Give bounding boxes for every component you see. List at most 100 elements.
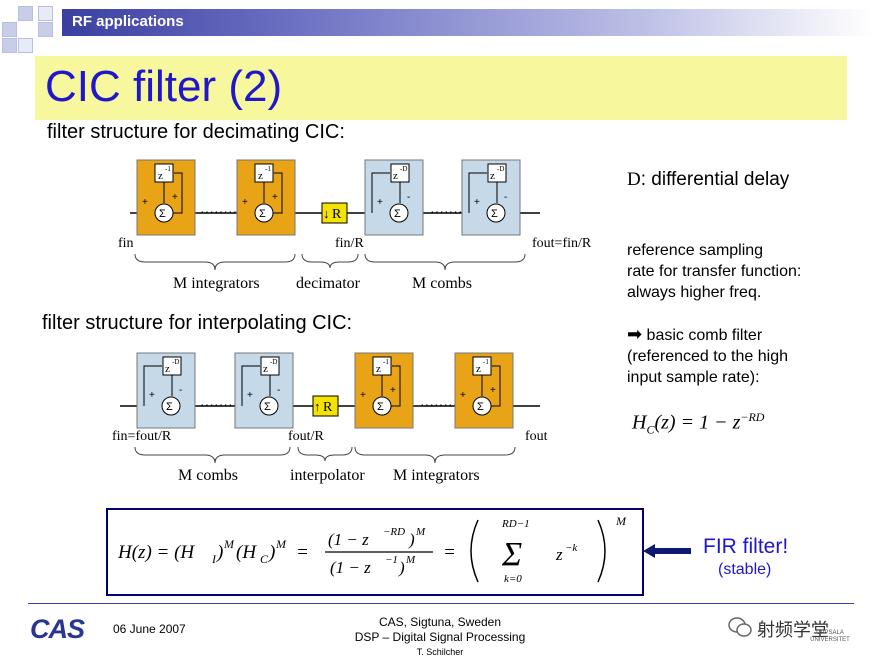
- svg-text:z: z: [258, 170, 263, 182]
- svg-text:-1: -1: [265, 165, 271, 173]
- formula-graphic: H(z) = (H I ) M (H C ) M = (1 − z −RD ) …: [117, 514, 627, 585]
- svg-text:=: =: [296, 542, 309, 563]
- svg-text:I: I: [211, 552, 217, 566]
- subtitle-decimating: filter structure for decimating CIC:: [47, 121, 345, 143]
- comb-block: z -D Σ + -: [136, 352, 196, 429]
- svg-text:z: z: [376, 363, 381, 375]
- svg-text:Σ: Σ: [501, 536, 522, 573]
- university-logo-text: UPPSALA UNIVERSITET: [810, 630, 850, 643]
- header-bar: [62, 9, 872, 36]
- section-title: RF applications: [72, 13, 184, 30]
- svg-text:M: M: [415, 526, 426, 538]
- group-label: M combs: [178, 467, 238, 484]
- svg-text:Σ: Σ: [259, 208, 266, 220]
- transfer-function-box: [106, 508, 644, 596]
- title-background: [35, 56, 847, 120]
- rate-out: fout=fin/R: [532, 236, 592, 251]
- svg-text:(1 − z: (1 − z: [330, 558, 371, 577]
- decimator-block: ↓ R: [321, 202, 348, 224]
- svg-text:z: z: [490, 170, 495, 182]
- subtitle-interpolating: filter structure for interpolating CIC:: [42, 312, 353, 334]
- reference-rate-note: reference sampling rate for transfer fun…: [627, 242, 802, 301]
- integrator-block: z -1 Σ + +: [454, 352, 514, 429]
- rate-mid: fin/R: [335, 236, 364, 251]
- footer-info: CAS, Sigtuna, Sweden DSP – Digital Signa…: [354, 615, 526, 657]
- svg-text:-: -: [407, 192, 410, 203]
- svg-text:-D: -D: [400, 165, 407, 173]
- svg-text:↑: ↑: [314, 399, 321, 414]
- fir-filter-label: FIR filter!: [703, 535, 789, 558]
- svg-text:+: +: [390, 385, 396, 396]
- cas-logo: CAS: [30, 614, 85, 644]
- svg-text:Σ: Σ: [159, 208, 166, 220]
- svg-text:Σ: Σ: [477, 401, 484, 413]
- integrator-block: z -1 Σ + +: [136, 159, 196, 236]
- wechat-icon: [728, 617, 752, 637]
- svg-text:−1: −1: [385, 554, 398, 566]
- svg-text:+: +: [360, 390, 366, 401]
- svg-text:z: z: [555, 545, 563, 564]
- comb-transfer-function: HC(z) = 1 − z−RD: [632, 410, 765, 437]
- svg-text:Σ: Σ: [166, 401, 173, 413]
- svg-text:-: -: [504, 192, 507, 203]
- svg-text:z: z: [165, 363, 170, 375]
- svg-text:-1: -1: [165, 165, 171, 173]
- group-label: interpolator: [290, 467, 365, 484]
- svg-text:-D: -D: [497, 165, 504, 173]
- svg-text:Σ: Σ: [264, 401, 271, 413]
- comb-filter-note: ➡ basic comb filter (referenced to the h…: [627, 324, 788, 386]
- svg-text:+: +: [247, 390, 253, 401]
- svg-text:-1: -1: [383, 358, 389, 366]
- svg-text:): ): [216, 542, 223, 563]
- svg-text:↓: ↓: [323, 206, 330, 221]
- svg-text:M: M: [405, 554, 416, 566]
- group-label: M integrators: [393, 467, 480, 484]
- watermark-text: 射频学堂: [757, 620, 829, 640]
- svg-text:-1: -1: [483, 358, 489, 366]
- differential-delay-note: D: differential delay: [627, 169, 790, 190]
- svg-text:M: M: [275, 537, 287, 551]
- svg-text:Σ: Σ: [377, 401, 384, 413]
- rate-in: fin=fout/R: [112, 429, 172, 444]
- svg-text:(H: (H: [236, 542, 257, 563]
- svg-text:-: -: [277, 385, 280, 396]
- interpolator-block: ↑ R: [312, 395, 339, 417]
- svg-text:z: z: [263, 363, 268, 375]
- rate-out: fout: [525, 429, 548, 444]
- svg-text:z: z: [476, 363, 481, 375]
- group-label: M integrators: [173, 275, 260, 292]
- group-label: decimator: [296, 275, 361, 292]
- svg-text:+: +: [172, 192, 178, 203]
- stable-label: (stable): [718, 561, 772, 578]
- svg-text:R: R: [332, 207, 342, 222]
- comb-block: z -D Σ + -: [461, 159, 521, 236]
- svg-text:+: +: [377, 197, 383, 208]
- decimating-diagram: z -1 Σ + + ··········· z -1 Σ + + ↓: [118, 159, 592, 292]
- footer-divider: [28, 603, 854, 604]
- comb-block: z -D Σ + -: [234, 352, 294, 429]
- slide-title: CIC filter (2): [45, 62, 283, 111]
- svg-text:+: +: [149, 390, 155, 401]
- comb-block: z -D Σ + -: [364, 159, 424, 236]
- svg-text:=: =: [443, 542, 456, 563]
- right-arrow-icon: ➡: [627, 324, 643, 344]
- svg-text:M: M: [615, 515, 627, 528]
- integrator-block: z -1 Σ + +: [236, 159, 296, 236]
- svg-text:H(z) = (H: H(z) = (H: [118, 542, 195, 563]
- svg-text:(1 − z: (1 − z: [328, 530, 369, 549]
- svg-text:−k: −k: [565, 542, 578, 554]
- svg-text:+: +: [242, 197, 248, 208]
- interpolating-diagram: z -D Σ + - ··········· z -D Σ + - ↑: [112, 352, 548, 484]
- svg-text:): ): [398, 558, 405, 577]
- svg-text:): ): [408, 530, 415, 549]
- svg-text:+: +: [142, 197, 148, 208]
- block-diagrams: z -1 Σ + + ··········· z -1 Σ + + ↓: [112, 159, 592, 484]
- svg-text:R: R: [323, 400, 333, 415]
- svg-text:k=0: k=0: [504, 573, 522, 585]
- integrator-block: z -1 Σ + +: [354, 352, 414, 429]
- svg-text:z: z: [393, 170, 398, 182]
- svg-text:RD−1: RD−1: [501, 518, 530, 530]
- svg-text:Σ: Σ: [394, 208, 401, 220]
- rate-in: fin: [118, 236, 134, 251]
- svg-text:Σ: Σ: [491, 208, 498, 220]
